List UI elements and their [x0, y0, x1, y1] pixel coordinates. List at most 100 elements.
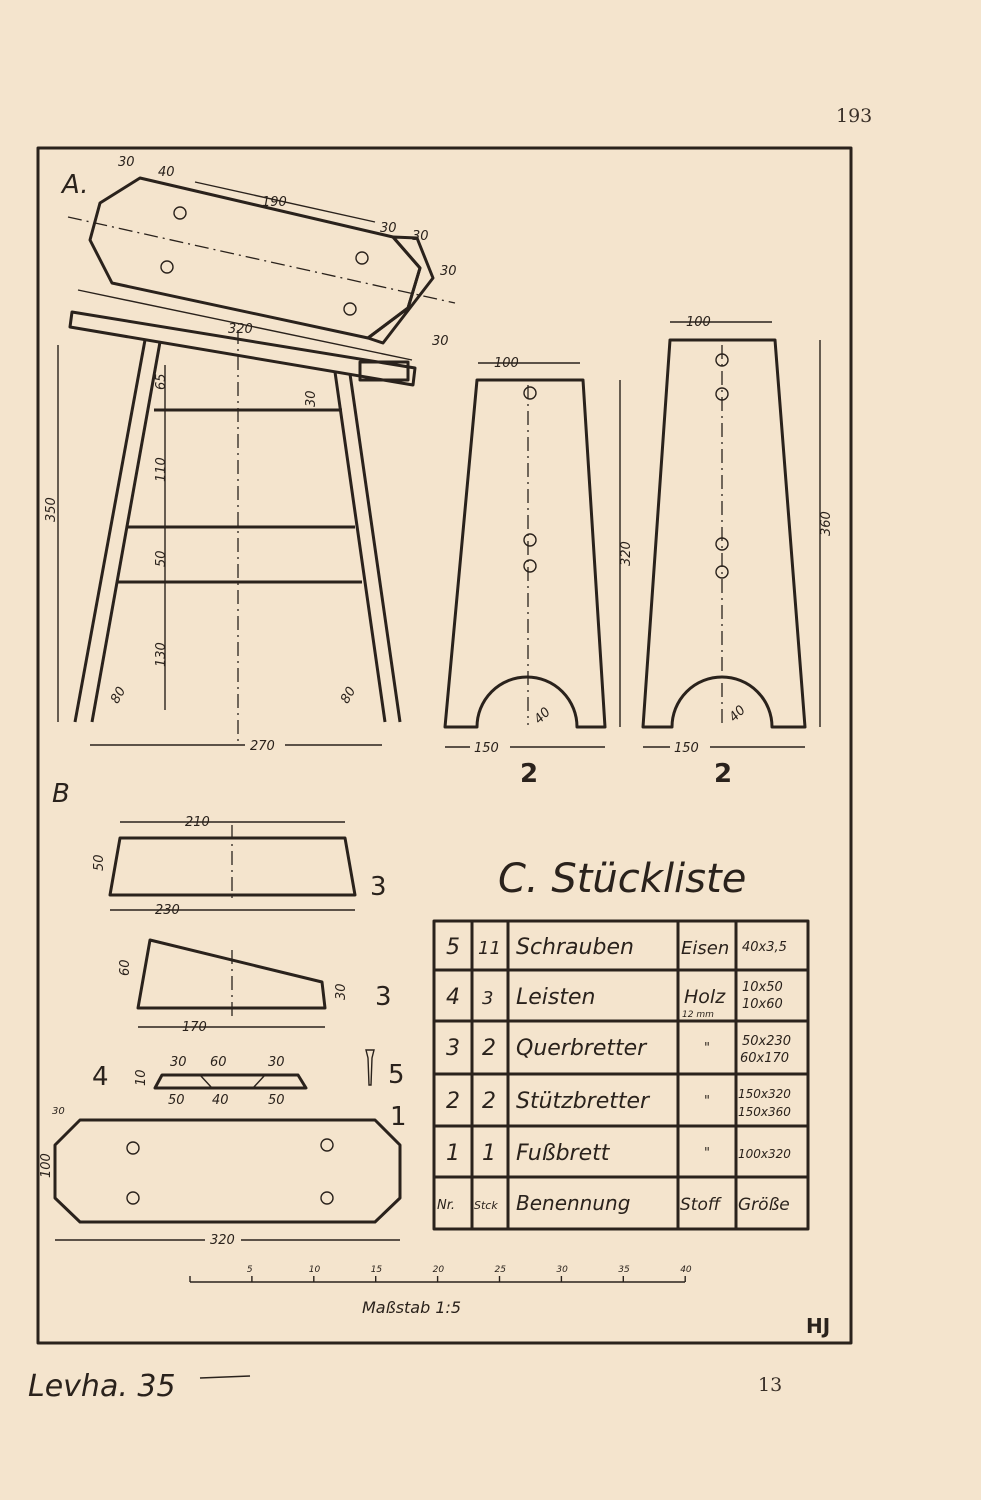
dimension-label: 40 — [158, 165, 175, 180]
dimension-label: Benennung — [516, 1191, 630, 1215]
table-header-row: Nr. Stck Benennung Stoff Größe — [437, 1191, 790, 1215]
dimension-label: 80 — [338, 685, 359, 707]
dimension-label: 50 — [268, 1093, 285, 1108]
dimension-label: 60 — [210, 1055, 227, 1070]
table-row: 4 3 Leisten Holz 12 mm 10x50 10x60 — [446, 980, 783, 1020]
screw-part-5: 5 — [365, 1049, 405, 1090]
dimension-label: 30 — [334, 983, 349, 1000]
crossboard-170: 60 30 170 3 — [118, 938, 392, 1035]
table-row: 1 1 Fußbrett " 100x320 — [446, 1141, 791, 1166]
scale-tick-label: 10 — [309, 1265, 321, 1275]
scale-tick-label: 30 — [556, 1265, 568, 1275]
scale-tick-label: 15 — [371, 1265, 383, 1275]
dimension-label: Holz — [684, 986, 726, 1008]
dimension-label: 30 — [412, 229, 429, 244]
dimension-label: 100 — [494, 356, 519, 371]
underline — [199, 1375, 251, 1379]
plate-label: Levha. 35 — [28, 1369, 176, 1404]
dimension-label: Nr. — [437, 1198, 455, 1213]
support-board-360: 100 360 40 150 2 — [641, 315, 834, 789]
dimension-label: 1 — [390, 1102, 407, 1132]
dimension-label: Schrauben — [516, 935, 634, 960]
dimension-label: 10 — [134, 1069, 149, 1086]
dimension-label: 30 — [170, 1055, 187, 1070]
dimension-label: Querbretter — [516, 1036, 648, 1061]
crossboard-230: 210 50 230 3 — [92, 815, 387, 918]
dimension-label: 30 — [440, 264, 457, 279]
scale-tick-label: 40 — [680, 1265, 692, 1275]
scale-tick-label: 25 — [495, 1265, 507, 1275]
dimension-label: 50 — [92, 854, 107, 871]
dimension-label: Fußbrett — [516, 1141, 611, 1166]
dimension-label: Leisten — [516, 985, 595, 1010]
dimension-label: 320 — [210, 1233, 235, 1248]
strip-part-4: 30 60 30 10 50 40 50 4 — [92, 1055, 308, 1108]
dimension-label: 3 — [370, 872, 387, 902]
dimension-label: Eisen — [681, 938, 729, 959]
dimensions-bench: 350 65 30 110 50 130 80 80 270 — [44, 373, 359, 754]
dimension-label: 100 — [39, 1153, 54, 1178]
dimension-label: 360 — [819, 511, 834, 536]
dimension-label: 30 — [118, 155, 135, 170]
dimension-label: 2 — [446, 1089, 460, 1114]
dimension-label: 40 — [727, 703, 749, 725]
dimension-label: 10x60 — [742, 997, 783, 1012]
dimension-label: 30 — [304, 390, 319, 407]
dimension-label: 150x320 — [738, 1087, 791, 1101]
dimension-label: 40 — [532, 705, 554, 727]
dimension-label: 3 — [375, 982, 392, 1012]
part-number-2a: 2 — [520, 759, 538, 789]
table-row: 5 11 Schrauben Eisen 40x3,5 — [446, 935, 787, 960]
scale-label: Maßstab 1:5 — [362, 1298, 461, 1317]
dimension-label: 40x3,5 — [742, 940, 787, 955]
seat-board-top-view — [67, 176, 456, 345]
scale-tick-label: 5 — [247, 1265, 253, 1275]
dimension-label: 110 — [154, 457, 169, 482]
dimension-label: Größe — [738, 1195, 790, 1215]
dimension-label: Stützbretter — [516, 1089, 651, 1114]
drawing-frame — [36, 146, 853, 1345]
section-a-label: A. — [60, 170, 89, 200]
dimension-label: 30 — [268, 1055, 285, 1070]
dimension-label: 320 — [228, 322, 253, 337]
dimension-label: 150x360 — [738, 1105, 791, 1119]
dimension-label: 320 — [619, 541, 634, 566]
dimensions-a: 30 40 190 30 30 30 30 320 — [77, 155, 457, 361]
support-board-320: 100 320 40 150 2 — [443, 356, 634, 789]
part-number-2b: 2 — [714, 759, 732, 789]
dimension-label: 170 — [182, 1020, 207, 1035]
dimension-label: 50 — [168, 1093, 185, 1108]
dimension-label: 5 — [388, 1060, 405, 1090]
dimension-label: Stoff — [680, 1195, 722, 1215]
page-number-bottom: 13 — [758, 1374, 782, 1396]
dimension-label: 50x230 — [742, 1034, 791, 1049]
dimension-label: 230 — [155, 903, 180, 918]
table-row: 3 2 Querbretter " 50x230 60x170 — [446, 1034, 791, 1066]
dimension-label: 60x170 — [740, 1051, 789, 1066]
scale-tick-label: 35 — [618, 1265, 630, 1275]
dimension-label: 270 — [250, 739, 275, 754]
parts-list-title: C. Stückliste — [498, 856, 746, 902]
bench-side-view — [57, 310, 417, 746]
dimension-label: 210 — [185, 815, 210, 830]
dimension-label: 100 — [686, 315, 711, 330]
dimension-label: " — [704, 1094, 710, 1109]
dimension-label: 30 — [432, 334, 449, 349]
dimension-label: 10x50 — [742, 980, 783, 995]
dimension-label: 100x320 — [738, 1147, 791, 1161]
dimension-label: 80 — [108, 685, 129, 707]
dimension-label: 12 mm — [682, 1010, 714, 1020]
section-b-label: B — [52, 779, 70, 809]
dimension-label: 350 — [44, 497, 59, 522]
dimension-label: 11 — [478, 938, 501, 959]
dimension-label: Stck — [474, 1199, 498, 1212]
page-number-top: 193 — [836, 105, 872, 127]
dimension-label: 2 — [482, 1089, 496, 1114]
dimension-label: 30 — [52, 1106, 65, 1117]
dimension-label: 4 — [446, 985, 460, 1010]
dimension-label: 50 — [154, 550, 169, 567]
dimension-label: " — [704, 1146, 710, 1161]
dimension-label: 130 — [154, 642, 169, 667]
